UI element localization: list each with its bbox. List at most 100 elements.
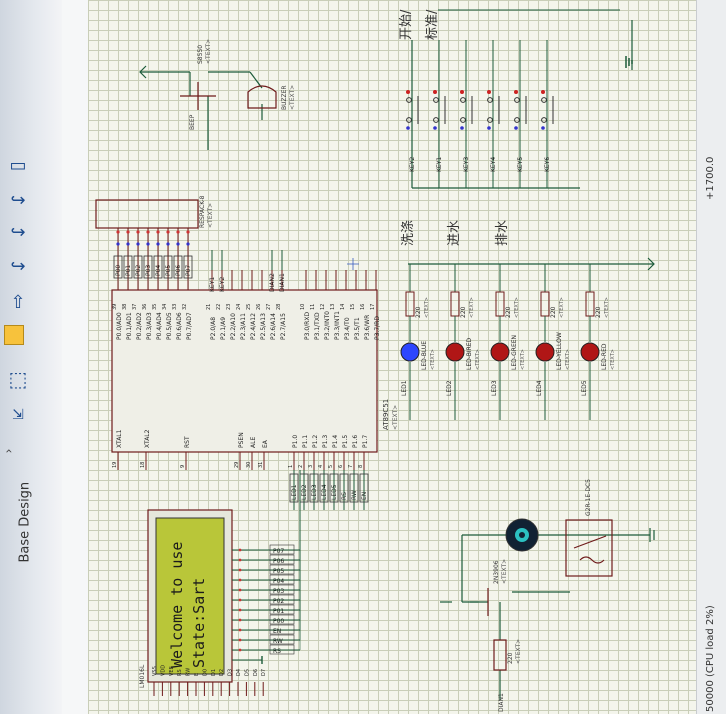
mcu-pin-label: XTAL1 <box>116 429 123 448</box>
resistor-sub: <TEXT> <box>559 297 565 318</box>
key-contact <box>406 97 412 103</box>
respack-net-label: P00 <box>115 265 122 276</box>
lcd-pin-label: D4 <box>236 669 242 676</box>
mcu-pin-label: P3.2/INT0 <box>324 311 331 340</box>
beep-circuit[interactable] <box>139 65 277 150</box>
led-resistor <box>540 291 550 317</box>
pointer-tool-icon[interactable]: ↪ <box>10 190 26 211</box>
led-indicators[interactable]: 220<TEXT>LED-BLUE<TEXT>LED1220<TEXT>LED-… <box>400 257 655 420</box>
net-label-box <box>339 473 349 503</box>
led-icon <box>445 342 465 362</box>
mcu-pin-number: 10 <box>300 304 306 310</box>
mcu-pin-number: 7 <box>348 465 354 468</box>
mcu-pin-label: P0.7/AD7 <box>186 312 193 340</box>
mcu-pin-number: 29 <box>234 462 240 468</box>
p1-net-label: RW <box>351 490 358 500</box>
mcu-pin-label: P2.4/A12 <box>250 313 257 340</box>
lcd-net-label: P07 <box>273 548 284 555</box>
net-label-box <box>269 634 295 645</box>
bus-tool-icon[interactable]: ↪ <box>10 256 26 277</box>
respack-subname: <TEXT> <box>207 203 214 228</box>
lcd-pin-label: D1 <box>211 669 217 676</box>
mcu-subname: <TEXT> <box>392 405 399 430</box>
mcu-pin-number: 36 <box>142 304 148 310</box>
mcu-pin-label: P3.6/WR <box>364 315 371 340</box>
lcd-net-label: P05 <box>273 568 284 575</box>
key-caption-1: 开始/ <box>399 9 414 40</box>
schematic-canvas[interactable] <box>88 0 696 714</box>
mcu-pin-number: 26 <box>256 304 262 310</box>
respack-net-label: P01 <box>125 265 132 276</box>
respack-name: RESPACK-8 <box>199 195 206 228</box>
mcu-pin-number: 9 <box>180 465 186 468</box>
export-tool-icon[interactable]: ⇧ <box>10 292 26 313</box>
key-contact <box>541 117 547 123</box>
beep-part-sub: <TEXT> <box>205 39 212 64</box>
led-caption-2: 进水 <box>447 220 462 246</box>
motor-res-sub: <TEXT> <box>515 639 522 664</box>
lcd-pin-label: D2 <box>219 669 225 676</box>
net-label-box <box>269 584 295 595</box>
lcd-net-label: P00 <box>273 618 284 625</box>
mcu-pin-label: P1.7 <box>362 435 369 448</box>
arrow-tool-icon[interactable]: ▭ <box>9 155 27 176</box>
p2-net-label: KEY1 <box>209 277 216 292</box>
key-contact <box>433 97 439 103</box>
mcu-pin-label: P1.2 <box>312 435 319 448</box>
pin-marker <box>238 618 242 622</box>
led-part: LED-BIRED <box>466 337 473 370</box>
motor-net: DIAN1 <box>498 693 505 712</box>
selection-box-tool-icon[interactable]: ⬚ <box>8 367 28 391</box>
led-part: LED-BLUE <box>421 341 428 370</box>
net-label-box <box>309 473 319 503</box>
pnp-sub: <TEXT> <box>501 559 508 584</box>
motor-circuit[interactable] <box>440 519 655 700</box>
key-pin-blue <box>460 126 464 130</box>
lcd-net-label: RW <box>273 638 283 645</box>
mcu-pin-number: 11 <box>310 304 316 310</box>
mcu-pin-label: P3.7/RD <box>374 316 381 340</box>
probe-tool-icon[interactable]: ⇲ <box>12 407 24 423</box>
pin-marker <box>136 230 140 234</box>
mcu-pin-label: P3.1/TXD <box>314 312 321 340</box>
net-label-box <box>183 255 193 279</box>
led-caption-1: 洗涤 <box>401 220 416 246</box>
lcd-net-label: P04 <box>273 578 284 585</box>
mcu-pin-number: 12 <box>320 304 326 310</box>
pin-marker <box>238 628 242 632</box>
wire-tool-icon[interactable]: ↪ <box>10 222 26 243</box>
pin-marker <box>238 588 242 592</box>
mcu-pin-number: 37 <box>132 304 138 310</box>
mcu-at89c51[interactable]: AT89C51 <TEXT> XTAL119XTAL218RST9PSEN29A… <box>111 250 399 510</box>
led-part: LED-YELLOW <box>556 332 563 370</box>
mcu-pin-number: 13 <box>330 304 336 310</box>
mcu-pin-label: P2.1/A9 <box>220 317 227 340</box>
cursor-crosshair <box>347 258 359 270</box>
key-pin-red <box>433 90 437 94</box>
led-sub: <TEXT> <box>610 349 616 370</box>
pin-tool-icon[interactable] <box>4 325 24 345</box>
mcu-pin-number: 28 <box>276 304 282 310</box>
lcd-line-2: State:Sart <box>190 578 208 668</box>
key-contact <box>406 117 412 123</box>
respack-net-label: P07 <box>185 265 192 276</box>
lcd-pin-label: D0 <box>202 669 208 676</box>
mcu-pin-label: P1.6 <box>352 435 359 448</box>
mcu-pin-number: 4 <box>318 465 324 468</box>
mcu-pin-label: P2.5/A13 <box>260 313 267 340</box>
p1-net-label: LED3 <box>311 484 318 500</box>
lcd-pin-label: VEE <box>169 666 175 676</box>
lcd-pin-label: VSS <box>152 666 158 676</box>
mcu-pin-label: P2.7/A15 <box>280 313 287 340</box>
lcd-pin-label: D7 <box>261 669 267 676</box>
pin-marker <box>238 578 242 582</box>
lcd-net-label: P06 <box>273 558 284 565</box>
mcu-name: AT89C51 <box>382 399 390 430</box>
mcu-pin-label: XTAL2 <box>144 429 151 448</box>
mcu-pin-label: P3.4/T0 <box>344 317 351 340</box>
resistor-value: 220 <box>505 306 512 318</box>
pin-marker <box>186 242 190 246</box>
